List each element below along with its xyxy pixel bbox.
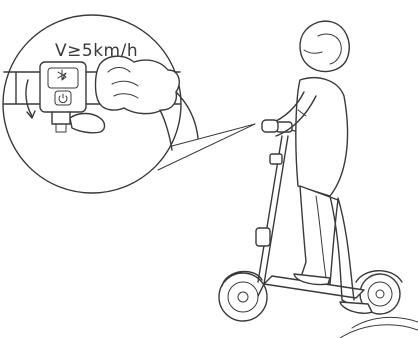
callout-pointer-bottom <box>158 124 255 170</box>
throttle-lever <box>52 112 70 124</box>
fold-mechanism <box>256 228 270 246</box>
curved-down-arrow-icon <box>26 80 32 116</box>
gripping-hand <box>96 56 180 113</box>
thumb <box>70 114 105 133</box>
callout-pointer-top <box>172 124 255 146</box>
torso <box>296 78 348 196</box>
ground-swoosh <box>352 317 418 328</box>
rider <box>262 21 372 313</box>
handlebar-tube <box>4 72 40 104</box>
rider-hand <box>262 120 278 132</box>
rear-shoe <box>340 302 372 313</box>
front-wheel <box>219 273 267 321</box>
speed-condition-label: V≥5km/h <box>55 41 138 61</box>
rider-legs <box>300 186 338 284</box>
helmet <box>300 21 349 71</box>
